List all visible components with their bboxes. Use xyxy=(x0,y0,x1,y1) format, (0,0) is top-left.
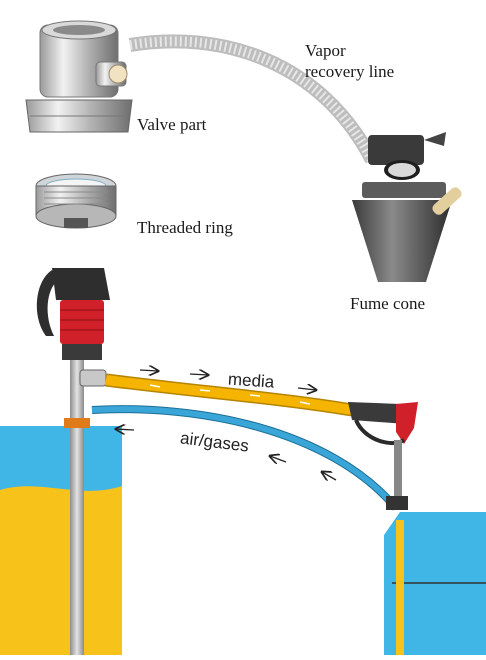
air-gases-label: air/gases xyxy=(179,428,250,455)
threaded-ring-image xyxy=(35,173,117,229)
media-label: media xyxy=(227,369,275,391)
media-hose xyxy=(105,373,354,417)
dispensing-nozzle xyxy=(348,402,418,510)
pump-motor xyxy=(36,268,110,387)
valve-part-image xyxy=(25,20,133,133)
fume-cone-label: Fume cone xyxy=(350,294,426,313)
vapor-label-line1: Vapor xyxy=(305,41,346,60)
right-tank xyxy=(384,512,486,655)
pump-shaft xyxy=(64,360,90,655)
media-flow-arrows xyxy=(139,370,316,390)
air-gases-hose xyxy=(91,405,400,511)
air-flow-arrows xyxy=(116,429,337,480)
fume-cone-image xyxy=(352,132,462,282)
threaded-ring-label: Threaded ring xyxy=(137,218,233,237)
valve-part-label: Valve part xyxy=(137,115,207,134)
left-tank xyxy=(0,426,122,655)
vapor-recovery-hose xyxy=(128,34,379,164)
vapor-label-line2: recovery line xyxy=(305,62,395,81)
